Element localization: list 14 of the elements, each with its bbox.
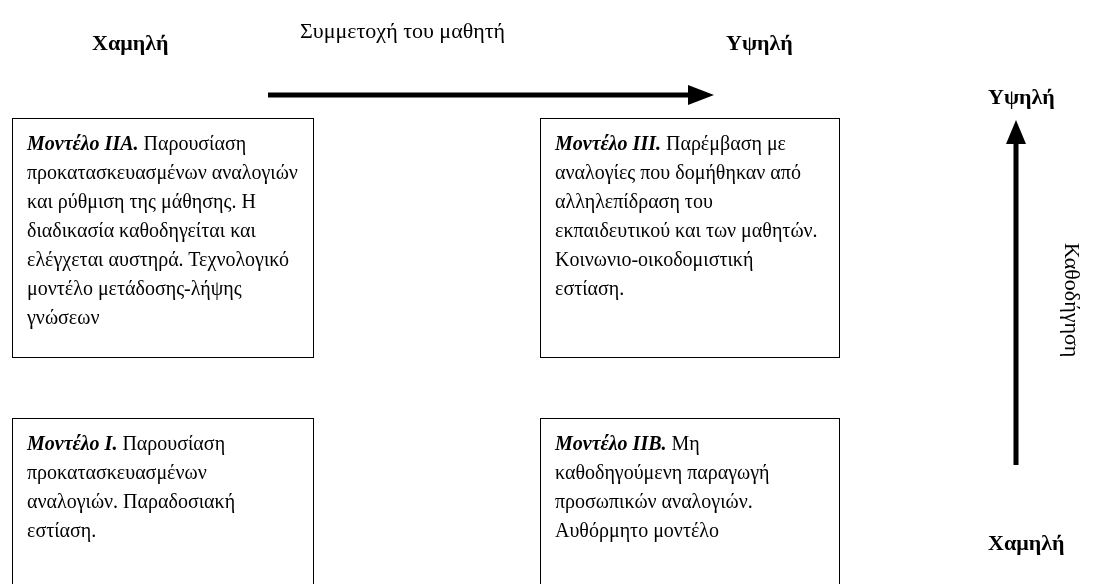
model-box bbox=[540, 418, 840, 584]
model-box bbox=[12, 418, 314, 584]
level-label: Χαμηλή bbox=[988, 530, 1065, 556]
axis-label: Συμμετοχή του μαθητή bbox=[300, 18, 506, 44]
model-box bbox=[540, 118, 840, 358]
level-label: Χαμηλή bbox=[92, 30, 169, 56]
model-description: Μοντέλο ΙΙΒ. Μη καθοδηγούμενη παραγωγή προσωπικών αναλογιών. Αυθόρμητο μοντέλο bbox=[555, 432, 770, 541]
axis-label: Καθοδήγηση bbox=[1059, 242, 1085, 358]
model-box bbox=[12, 118, 314, 358]
level-label: Υψηλή bbox=[726, 30, 793, 56]
model-description: Μοντέλο ΙΙΑ. Παρουσίαση προκατασκευασμένων αναλογιών και ρύθμιση της μάθησης. Η διαδικασία καθοδηγείται και ελέγχεται αυστηρά. Τεχνολογικό μοντέλο μετάδοσης-λήψης γνώσεων bbox=[27, 132, 298, 328]
model-description: Μοντέλο Ι. Παρουσίαση προκατασκευασμένων αναλογιών. Παραδοσιακή εστίαση. bbox=[27, 432, 236, 541]
model-description: Μοντέλο ΙΙΙ. Παρέμβαση με αναλογίες που δομήθηκαν από αλληλεπίδραση του εκπαιδευτικού και των μαθητών. Κοινωνιο-οικοδομιστική εστίαση. bbox=[555, 132, 818, 299]
level-label: Υψηλή bbox=[988, 84, 1055, 110]
